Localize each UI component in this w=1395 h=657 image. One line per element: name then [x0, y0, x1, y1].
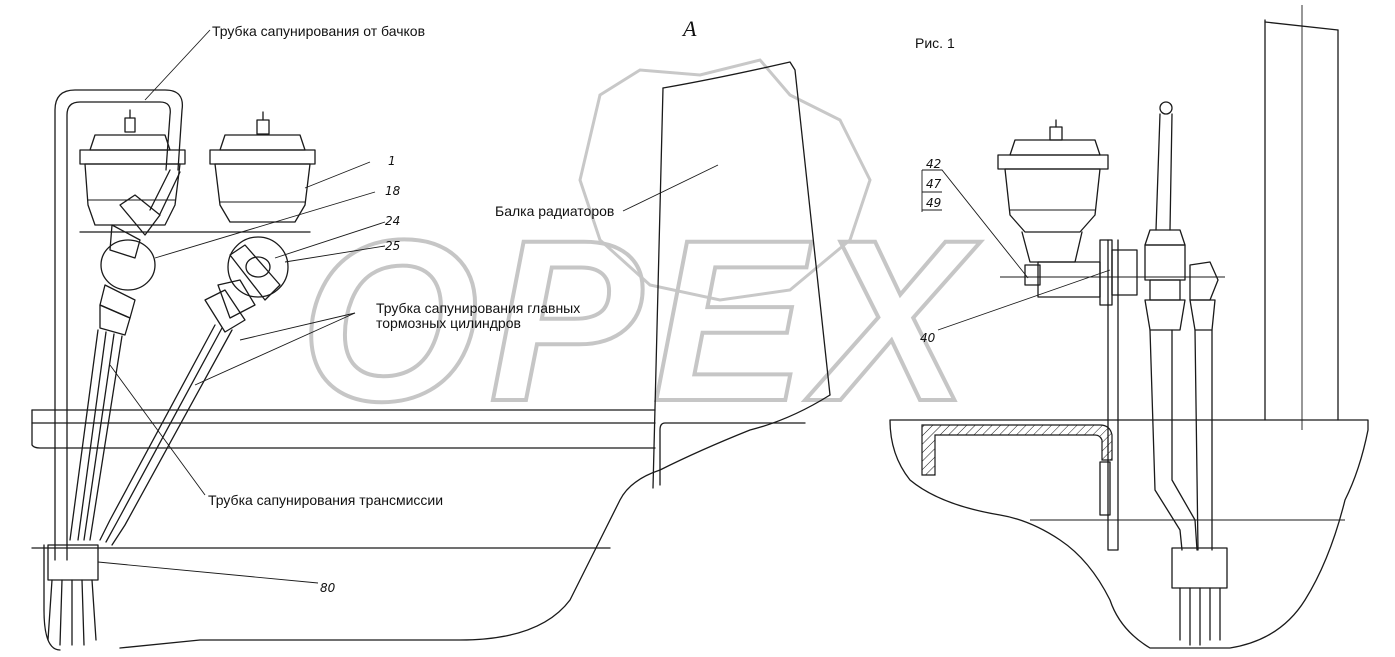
label-radiator-beam: Балка радиаторов: [495, 203, 614, 219]
callout-25: 25: [385, 239, 400, 253]
label-tank-breather: Трубка сапунирования от бачков: [212, 23, 425, 39]
tank-left: [79, 109, 186, 226]
callout-42: 42: [926, 157, 941, 171]
tank-right: [209, 111, 316, 223]
view-label: A: [681, 16, 697, 41]
watermark: OPEX: [298, 58, 981, 451]
callout-80: 80: [320, 581, 336, 595]
figure-label: Рис. 1: [915, 35, 955, 51]
watermark-text: OPEX: [300, 192, 981, 449]
brake-fitting: [99, 236, 289, 546]
callout-49: 49: [926, 196, 941, 210]
callout-1: 1: [388, 154, 396, 168]
right-assembly: [889, 5, 1369, 649]
radiator-beam: [119, 61, 831, 649]
label-brake-breather-1: Трубка сапунирования главных: [376, 300, 580, 316]
callout-40: 40: [920, 331, 936, 345]
tank-right-assembly: [997, 119, 1225, 306]
clamp-right: [1171, 547, 1228, 589]
callout-47: 47: [926, 177, 942, 191]
callout-24: 24: [385, 214, 400, 228]
clamp-80: [47, 544, 99, 581]
label-brake-breather-2: тормозных цилиндров: [376, 315, 521, 331]
left-assembly: [31, 89, 656, 651]
label-transmission-breather: Трубка сапунирования трансмиссии: [208, 492, 443, 508]
leader-lines: [97, 29, 1111, 584]
callout-18: 18: [385, 184, 401, 198]
